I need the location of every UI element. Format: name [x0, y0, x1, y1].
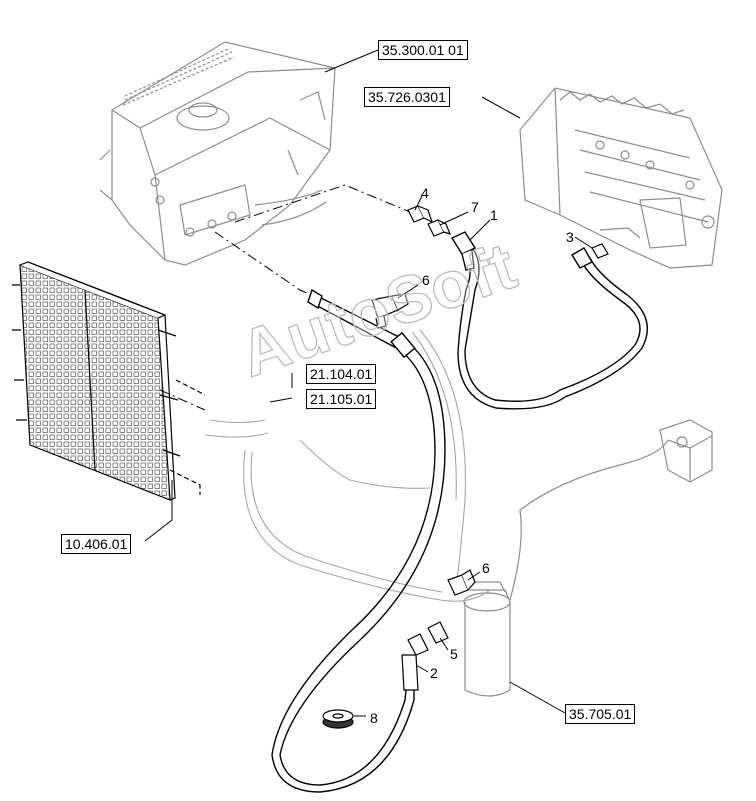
- ref-oil-cooler[interactable]: 10.406.01: [61, 534, 132, 554]
- callout-6-upper: 6: [422, 272, 430, 288]
- ref-filter[interactable]: 35.705.01: [565, 704, 636, 724]
- main-hose: [271, 288, 446, 793]
- hydraulic-tank: [99, 41, 336, 266]
- callout-leaders: [354, 195, 593, 717]
- fittings-bottom: [401, 569, 476, 691]
- filter: [463, 419, 713, 697]
- ref-21-105[interactable]: 21.105.01: [306, 389, 377, 409]
- ref-hydraulic-tank[interactable]: 35.300.01 01: [378, 40, 468, 60]
- control-valve: [519, 87, 723, 269]
- callout-3: 3: [566, 229, 574, 245]
- ghost-hoses: [204, 329, 491, 602]
- washer: [322, 709, 354, 729]
- ref-control-valve[interactable]: 35.726.0301: [364, 87, 450, 107]
- callout-7: 7: [471, 199, 479, 215]
- leader-lines: [144, 49, 566, 714]
- oil-cooler: [12, 261, 206, 501]
- tee-fitting: [371, 293, 409, 329]
- fittings-top: [407, 205, 609, 259]
- callout-8: 8: [370, 710, 378, 726]
- callout-6-lower: 6: [482, 560, 490, 576]
- callout-4: 4: [421, 185, 429, 201]
- connection-lines: [159, 184, 411, 411]
- callout-5: 5: [450, 646, 458, 662]
- callout-2: 2: [430, 665, 438, 681]
- ref-21-104[interactable]: 21.104.01: [306, 364, 377, 384]
- callout-1: 1: [490, 207, 498, 223]
- hose-1: [450, 231, 649, 410]
